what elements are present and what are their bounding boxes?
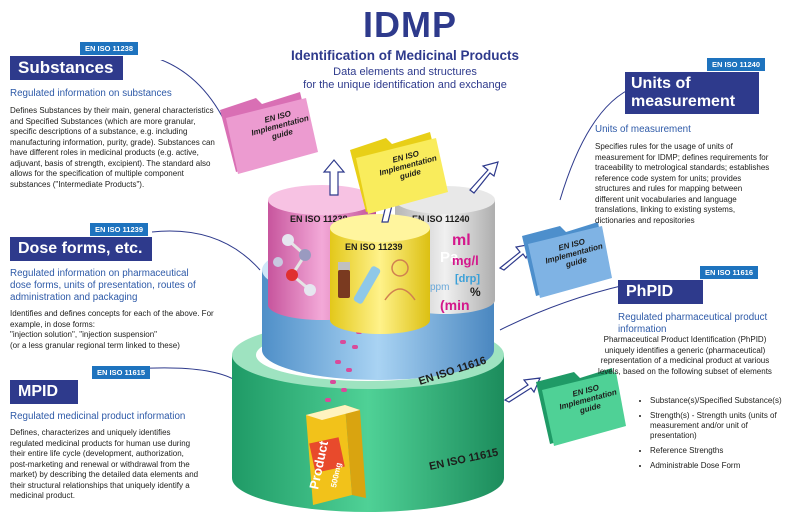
arrow-11240 [469,161,499,194]
arrow-11615 [503,377,541,403]
folder-green [536,368,626,446]
bullet-item: Strength(s) - Strength units (units of m… [650,411,785,441]
cylinder-11239: EN ISO 11239 [330,214,430,334]
iso-tag: EN ISO 11240 [707,58,765,71]
bullet-item: Administrable Dose Form [650,461,785,471]
tagline-line-2: for the unique identification and exchan… [303,79,507,91]
section-phpid: EN ISO 11616 PhPID Regulated pharmaceuti… [618,262,778,336]
idmp-cylinder-diagram: EN ISO 11615 EN ISO 11616 EN ISO 11240 m… [150,60,641,512]
section-dose-forms: EN ISO 11239 Dose forms, etc. Regulated … [10,219,228,351]
section-body: Specifies rules for the usage of units o… [595,142,770,225]
phpid-bullet-list: Substance(s)/Specified Substance(s) Stre… [640,396,785,476]
section-heading: Regulated information on substances [10,88,172,99]
section-label: Dose forms, etc. [10,237,153,261]
syringe-icon [338,262,381,304]
cylinder-11239-label: EN ISO 11239 [345,242,403,252]
section-substances: EN ISO 11238 Substances Regulated inform… [10,38,228,190]
connector-phpid [499,284,626,331]
section-label: MPID [10,380,78,404]
section-body: Defines Substances by their main, genera… [10,106,215,189]
section-body: Identifies and defines concepts for each… [10,309,215,351]
body-line-3: (or a less granular regional term linked… [10,340,180,350]
cylinder-11240-label: EN ISO 11240 [412,214,470,224]
molecule-icon [273,234,316,296]
unit-mgl: mg/l [452,253,479,268]
page-title: IDMP [363,4,457,45]
product-box-icon: Product 500mg [306,405,366,505]
unit-drp: [drp] [455,273,480,285]
phpid-body: Pharmaceutical Product Identification (P… [598,335,772,376]
human-figure-icon [384,259,416,301]
label-line-2: measurement [631,93,736,110]
section-heading: Regulated information on pharmaceutical … [10,268,196,303]
folder-yellow [350,132,448,214]
folder-pink [220,92,318,174]
body-line-1: Identifies and defines concepts for each… [10,309,214,329]
unit-percent: % [470,285,481,299]
unit-pa: Pa [440,249,459,266]
tagline-line-1: Data elements and structures [333,66,477,78]
folder-blue [522,222,612,298]
bullet-item: Substance(s)/Specified Substance(s) [650,396,785,406]
iso-tag: EN ISO 11239 [90,223,148,236]
iso-tag: EN ISO 11238 [80,42,138,55]
iso-tag: EN ISO 11615 [92,366,150,379]
page-tagline: Data elements and structures for the uni… [255,66,555,92]
section-units: EN ISO 11240 Units of measurement Units … [595,54,775,226]
section-label: Units of measurement [625,72,759,114]
section-heading: Regulated medicinal product information [10,411,186,422]
page-subtitle: Identification of Medicinal Products [290,48,520,63]
bullet-item: Reference Strengths [650,446,785,456]
unit-min: (min [440,297,470,313]
section-mpid: EN ISO 11615 MPID Regulated medicinal pr… [10,362,210,502]
cylinder-11238-label: EN ISO 11238 [290,214,348,224]
section-label: PhPID [618,280,704,304]
section-heading: Units of measurement [595,124,691,135]
connector-dose-forms [151,230,261,271]
body-line-2: "injection solution", "injection suspens… [10,330,157,339]
unit-ppm: ppm [430,282,449,293]
arrow-11238 [322,159,346,196]
iso-tag: EN ISO 11616 [700,266,758,279]
connector-mpid [150,367,236,381]
label-line-1: Units of [631,75,691,92]
section-heading: Regulated pharmaceutical product informa… [618,312,768,335]
section-body: Defines, characterizes and uniquely iden… [10,428,199,500]
unit-ml: ml [452,232,471,249]
section-label: Substances [10,56,124,80]
